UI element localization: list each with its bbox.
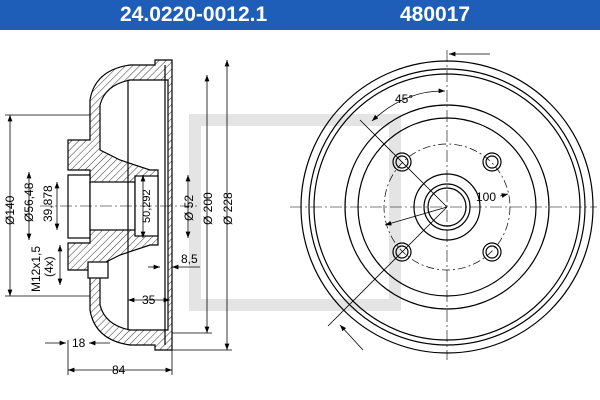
- dim-d52: Ø 52: [182, 195, 196, 221]
- dim-18: 18: [72, 336, 86, 350]
- dim-39: 39,878: [41, 185, 55, 222]
- dim-35: 35: [142, 293, 156, 307]
- dim-84: 84: [112, 363, 126, 377]
- dimension-lines: [5, 60, 232, 375]
- part-number: 24.0220-0012.1: [120, 3, 268, 26]
- watermark-logo: [189, 114, 401, 311]
- title-bar: 24.0220-0012.1 480017: [0, 0, 600, 30]
- bolt-holes: [392, 152, 502, 262]
- dim-d228: Ø 228: [221, 192, 235, 225]
- dim-50: 50,292: [141, 189, 153, 223]
- dim-thread: M12x1,5: [29, 246, 43, 292]
- front-view: [290, 50, 597, 360]
- dim-8-5: 8,5: [181, 252, 198, 266]
- dim-d200: Ø 200: [201, 192, 215, 225]
- reference-number: 480017: [400, 3, 471, 26]
- dim-thread-count: (4x): [42, 256, 56, 277]
- section-view: [67, 59, 173, 351]
- dim-pcd: 100: [476, 190, 496, 204]
- dim-angle: 45°: [395, 92, 413, 106]
- dim-d140: Ø140: [3, 195, 17, 225]
- dim-d56: Ø56,48: [22, 182, 36, 222]
